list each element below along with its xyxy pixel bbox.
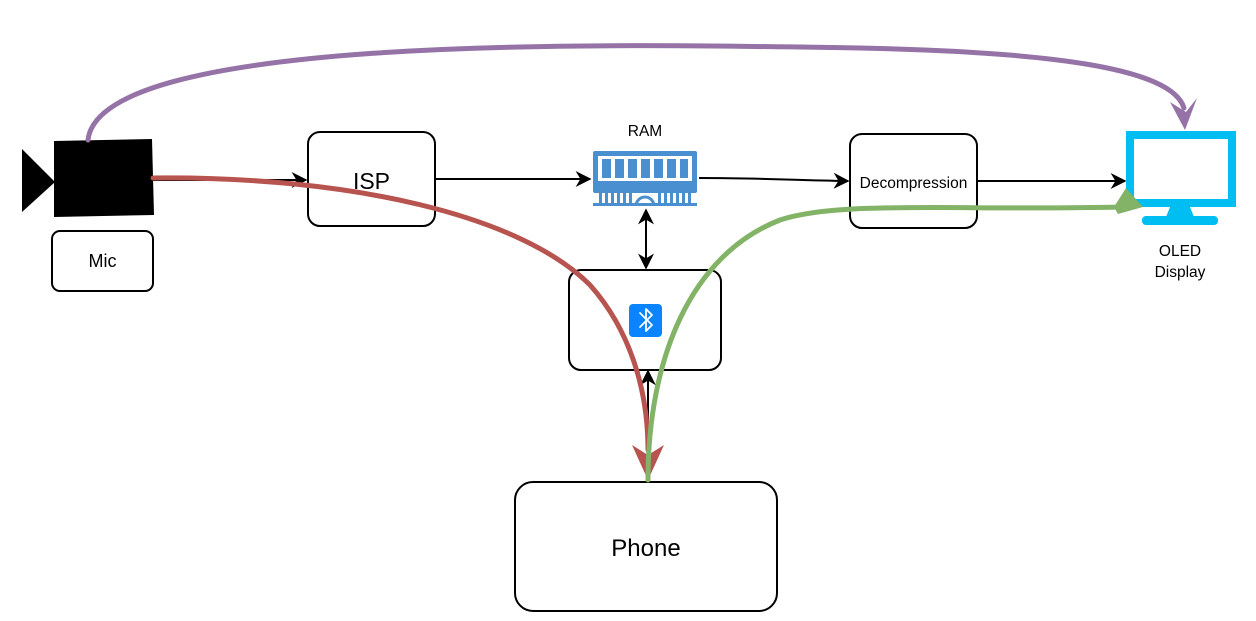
edge-ram-decompression xyxy=(698,172,850,189)
decompression-label: Decompression xyxy=(860,175,968,192)
mic-label: Mic xyxy=(89,251,117,271)
monitor-icon xyxy=(1126,131,1236,225)
oled-label-line2: Display xyxy=(1155,264,1206,281)
bluetooth-icon xyxy=(629,304,662,337)
phone-label: Phone xyxy=(611,535,680,562)
phone-box xyxy=(514,481,778,612)
node-oled: OLED Display xyxy=(1126,131,1236,281)
isp-label: ISP xyxy=(353,168,390,194)
decompression-box xyxy=(849,133,978,229)
memory-module-icon xyxy=(593,151,697,207)
node-bluetooth xyxy=(568,269,722,371)
purple-flow-line xyxy=(85,43,1187,143)
mic-box xyxy=(51,230,154,292)
green-flow-line xyxy=(645,204,1125,483)
purple-arrowhead xyxy=(1170,98,1197,130)
node-isp: ISP xyxy=(307,131,436,227)
purple-flow xyxy=(85,43,1197,143)
green-arrowhead xyxy=(1114,188,1143,214)
ram-label: RAM xyxy=(628,123,662,140)
node-ram: RAM xyxy=(593,123,697,207)
red-flow-line xyxy=(150,175,651,453)
node-mic: Mic xyxy=(51,230,154,292)
green-flow xyxy=(645,188,1143,483)
oled-label-line1: OLED xyxy=(1159,243,1201,260)
node-phone: Phone xyxy=(514,481,778,612)
node-decompression: Decompression xyxy=(849,133,978,229)
video-camera-icon xyxy=(22,139,154,217)
